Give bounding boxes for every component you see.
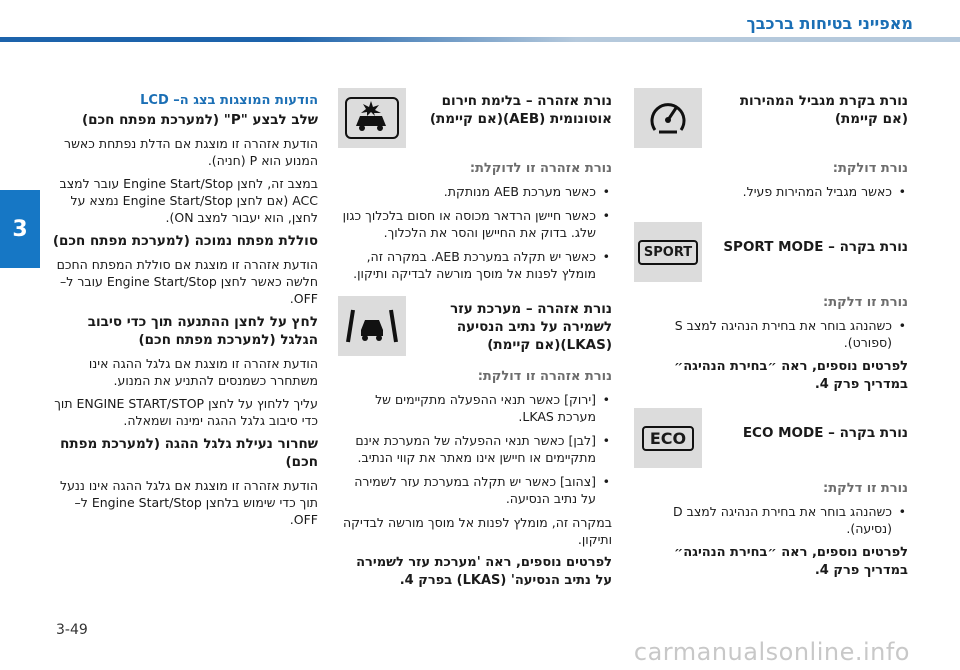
block-body: הודעת אזהרה זו מוצגת אם גלגל ההגה אינו מ… (88, 356, 318, 388)
list-item: כאשר מגביל המהירות פעיל. (634, 183, 908, 200)
block-body: במקרה זה, מומלץ לפנות אל מוסך מורשה לבדי… (342, 515, 612, 547)
block-body: הודעת אזהרה זו מוצגת אם סוללת המפתח החכם… (56, 257, 318, 306)
list-item: כשהנהג בוחר את בחירת הנהיגה למצב D (נסיע… (634, 503, 908, 537)
block-body: במצב זה, לחצן Engine Start/Stop עובר למצ… (59, 176, 318, 225)
block-title: לחץ על לחצן ההתנעה תוך כדי סיבוב הגלגל (… (87, 314, 318, 348)
block-body: עליך ללחוץ על לחצן ENGINE START/STOP תוך… (54, 396, 318, 428)
watermark-text: carmanualsonline.info (633, 638, 910, 666)
column-indicators: נורת בקרת מגביל המהירות (אם קיימת) נורת … (634, 88, 908, 586)
eco-badge-text: ECO (641, 425, 695, 451)
reference-note: לפרטים נוספים, ראה ״בחירת הנהיגה״ במדריך… (673, 359, 908, 392)
sport-mode-block: SPORT נורת בקרה – SPORT MODE (634, 222, 908, 286)
block-title: נורת אזהרה – מערכת עזר לשמירה על נתיב הנ… (450, 301, 612, 353)
reference-note: לפרטים נוספים, ראה ״בחירת הנהיגה״ במדריך… (673, 545, 908, 578)
speed-limiter-icon (634, 88, 702, 148)
sport-badge-text: SPORT (637, 239, 699, 265)
bullet-list: כאשר מגביל המהירות פעיל. (634, 183, 908, 200)
column-driver-assist: נורת אזהרה – בלימת חירום אוטונומית (AEB)… (338, 88, 612, 596)
lkas-block: נורת אזהרה – מערכת עזר לשמירה על נתיב הנ… (338, 296, 612, 360)
block-title: שלב לבצע "P" (למערכת מפתח חכם) (81, 112, 318, 128)
reference-note: לפרטים נוספים, ראה 'מערכת עזר לשמירה על … (356, 555, 612, 588)
block-title: סוללת מפתח נמוכה (למערכת מפתח חכם) (52, 233, 318, 249)
sport-mode-icon: SPORT (634, 222, 702, 282)
page-number: 3-49 (56, 622, 88, 638)
block-title: נורת אזהרה – בלימת חירום אוטונומית (AEB)… (429, 93, 612, 127)
column-lcd-messages: הודעות המוצגות בצג ה– LCD שלב לבצע "P" (… (46, 92, 318, 534)
eco-mode-icon: ECO (634, 408, 702, 468)
list-item: [צהוב] כאשר יש תקלה במערכת עזר לשמירה על… (338, 473, 612, 507)
block-title: נורת בקרה – ECO MODE (742, 425, 908, 441)
page-header-title: מאפייני בטיחות ברכבך (746, 14, 913, 33)
note-title: נורת זו דלקת: (823, 481, 908, 496)
note-title: נורת אזהרה זו דולקת: (477, 369, 612, 384)
note-title: נורת דולקת: (832, 161, 908, 176)
block-title: נורת בקרה – SPORT MODE (723, 239, 908, 255)
chapter-tab: 3 (0, 190, 40, 268)
list-item: כאשר יש תקלה במערכת AEB. במקרה זה, מומלץ… (338, 248, 612, 282)
eco-mode-block: ECO נורת בקרה – ECO MODE (634, 408, 908, 472)
bullet-list: כשהנהג בוחר את בחירת הנהיגה למצב D (נסיע… (634, 503, 908, 537)
bullet-list: כשהנהג בוחר את בחירת הנהיגה למצב S (ספור… (634, 317, 908, 351)
list-item: כאשר חיישן הרדאר מכוסה או חסום בלכלוך כג… (338, 207, 612, 241)
list-item: כשהנהג בוחר את בחירת הנהיגה למצב S (ספור… (634, 317, 908, 351)
note-title: נורת זו דלקת: (823, 295, 908, 310)
list-item: כאשר מערכת AEB מנותקת. (338, 183, 612, 200)
aeb-block: נורת אזהרה – בלימת חירום אוטונומית (AEB)… (338, 88, 612, 152)
block-title: שחרור נעילת גלגל ההגה (למערכת מפתח חכם) (60, 436, 318, 470)
list-item: [לבן] כאשר תנאי ההפעלה של המערכת אינם מת… (338, 432, 612, 466)
bullet-list: כאשר מערכת AEB מנותקת. כאשר חיישן הרדאר … (338, 183, 612, 282)
section-title: הודעות המוצגות בצג ה– LCD (140, 93, 318, 108)
block-title: נורת בקרת מגביל המהירות (אם קיימת) (739, 93, 908, 127)
aeb-car-crash-icon (338, 88, 406, 148)
note-title: נורת אזהרה זו לדוקלת: (469, 161, 612, 176)
block-body: הודעת אזהרה זו מוצגת אם גלגל ההגה אינו נ… (59, 478, 318, 527)
bullet-list: [ירוק] כאשר תנאי ההפעלה מתקיימים של מערכ… (338, 391, 612, 507)
header-rule (0, 37, 960, 42)
list-item: [ירוק] כאשר תנאי ההפעלה מתקיימים של מערכ… (338, 391, 612, 425)
block-body: הודעת אזהרה זו מוצגת אם הדלת נפתחת כאשר … (64, 136, 318, 168)
lkas-lane-icon (338, 296, 406, 356)
speed-limiter-block: נורת בקרת מגביל המהירות (אם קיימת) (634, 88, 908, 152)
